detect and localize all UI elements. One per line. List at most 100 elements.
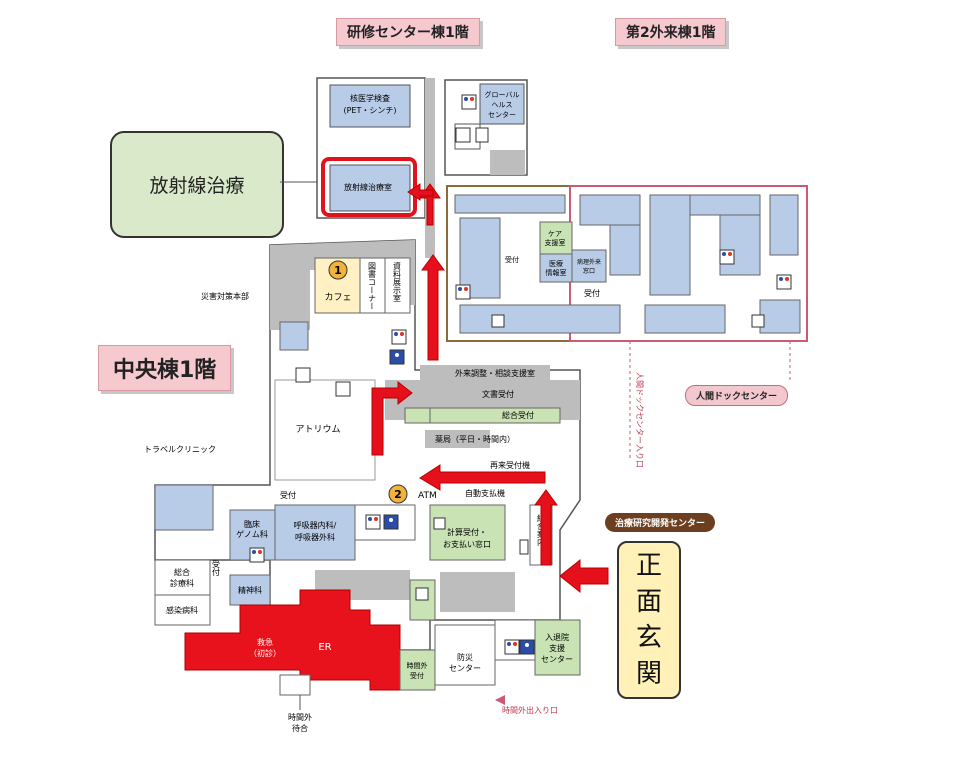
marker-2-label: 2 <box>394 488 402 501</box>
atm-label: ATM <box>418 491 437 501</box>
radiation-therapy-callout[interactable]: 放射線治療 <box>110 131 284 238</box>
clinical-genome-label: 臨床 <box>244 519 260 529</box>
care-support-label-2: 支援室 <box>545 238 566 247</box>
marker-1[interactable] <box>328 260 348 280</box>
billing-label-2: お支払い窓口 <box>443 539 491 549</box>
reception-right-label: 受付 <box>584 288 600 298</box>
room-care-support[interactable] <box>539 221 573 255</box>
reception-left-central-label: 受付 <box>212 559 221 577</box>
global-health-label-3: センター <box>488 110 516 119</box>
medical-info-label: 医療 <box>549 259 563 268</box>
accessible-restroom-icon <box>383 514 399 530</box>
global-health-label: グローバル <box>485 90 520 99</box>
after-hours-entrance-arrow <box>495 695 505 705</box>
header-training-center: 研修センター棟1階 <box>336 18 480 46</box>
psychiatry-label: 精神科 <box>238 585 262 595</box>
restroom-icon <box>461 94 477 110</box>
room-nuclear-medicine[interactable] <box>329 84 411 128</box>
restroom-icon <box>719 249 735 265</box>
room-psychiatry[interactable] <box>229 574 271 606</box>
restroom-icon <box>776 274 792 290</box>
infectious-label: 感染病科 <box>166 605 198 615</box>
room-global-health[interactable] <box>479 83 525 125</box>
care-support-label: ケア <box>548 230 562 238</box>
after-hours-waiting-label: 時間外 <box>288 712 312 722</box>
header-central-floor: 中央棟1階 <box>98 345 232 391</box>
pathology-label-2: 窓口 <box>583 267 595 275</box>
room-disaster-center[interactable] <box>434 624 496 686</box>
admission-label-3: センター <box>541 655 573 664</box>
after-hours-reception-label: 時間外 <box>407 661 428 670</box>
disaster-center-label: 防災 <box>457 652 473 662</box>
atrium-label: アトリウム <box>295 424 340 435</box>
main-entrance-char-2: 面 <box>635 587 662 617</box>
billing-label: 計算受付・ <box>447 527 487 537</box>
route-arrow-up-right <box>534 489 558 566</box>
after-hours-entrance-label: 時間外出入り口 <box>502 705 558 715</box>
main-entrance-char-1: 正 <box>635 551 662 581</box>
reception-central-label: 受付 <box>280 490 296 500</box>
reentry-label: 再来受付機 <box>490 460 530 470</box>
emergency-label-2: （初診） <box>249 648 281 658</box>
clinical-genome-label-2: ゲノム科 <box>236 529 268 539</box>
auto-pay-label: 自動支払機 <box>465 488 505 498</box>
header-outpatient-2: 第2外来棟1階 <box>615 18 727 46</box>
room-respiratory[interactable] <box>274 504 356 561</box>
general-reception-label: 総合受付 <box>502 410 534 420</box>
room-general-reception[interactable] <box>429 407 561 424</box>
route-arrows <box>371 183 609 594</box>
global-health-label-2: ヘルス <box>492 101 513 109</box>
pathology-label: 病理外来 <box>577 258 601 266</box>
research-center-label[interactable]: 治療研究開発センター <box>605 513 716 532</box>
room-after-hours-reception[interactable] <box>399 649 436 691</box>
accessible-restroom-icon <box>519 639 535 655</box>
room-library[interactable] <box>359 257 386 314</box>
route-arrow-top-left <box>407 183 434 201</box>
dock-center-label[interactable]: 人間ドックセンター <box>685 385 789 406</box>
pharmacy-label: 薬局（平日・時間内） <box>435 434 515 444</box>
room-radiation[interactable] <box>329 164 411 212</box>
reception-left-label: 受付 <box>505 255 519 264</box>
room-travel-clinic[interactable] <box>154 484 214 531</box>
emergency-label: 救急 <box>257 637 273 647</box>
room-medical-info[interactable] <box>539 253 573 283</box>
medical-info-label-2: 情報室 <box>546 268 567 277</box>
general-medicine-label-2: 診療科 <box>170 578 194 588</box>
nuclear-medicine-label: 核医学検査 <box>350 93 390 103</box>
phone-icon <box>433 517 529 555</box>
main-entrance-callout[interactable]: 正 面 玄 関 <box>617 541 681 699</box>
admission-label-2: 支援 <box>549 643 565 653</box>
room-pathology[interactable] <box>571 249 607 283</box>
main-entrance-char-4: 関 <box>635 659 662 689</box>
exhibit-label: 資料展示室 <box>393 261 402 302</box>
travel-clinic-label: トラベルクリニック <box>144 445 216 454</box>
dock-entrance-label: 人間ドックセンター入り口 <box>635 372 644 468</box>
outpatient-building-2 <box>446 185 808 342</box>
respiratory-label: 呼吸器内科/ <box>294 520 337 530</box>
accessible-restroom-icon <box>389 349 405 365</box>
outpatient-coord-label: 外来調整・相談支援室 <box>455 368 535 378</box>
room-billing[interactable] <box>429 504 506 561</box>
restroom-icon <box>455 284 471 300</box>
route-arrow-atrium <box>371 380 413 456</box>
nuclear-medicine-sub: (PET・シンチ) <box>343 106 396 115</box>
respiratory-label-2: 呼吸器外科 <box>295 532 335 542</box>
document-label: 文書受付 <box>482 389 514 399</box>
er-label: ER <box>318 642 331 653</box>
room-atrium[interactable] <box>274 379 376 481</box>
route-arrow-up-long <box>421 254 445 361</box>
restroom-icon <box>504 639 520 655</box>
room-general-medicine[interactable] <box>154 559 211 596</box>
entrance-arrow <box>559 558 609 594</box>
elevator-icon <box>295 127 765 601</box>
marker-2[interactable] <box>388 484 408 504</box>
main-entrance-char-3: 玄 <box>635 623 662 653</box>
training-center-building <box>316 77 435 258</box>
room-exhibit[interactable] <box>384 257 411 314</box>
room-infectious[interactable] <box>154 594 211 626</box>
disaster-center-label-2: センター <box>449 664 481 673</box>
restroom-icon <box>391 329 407 345</box>
library-label: 図書コーナー <box>368 262 377 310</box>
room-disaster-hq[interactable] <box>279 321 309 351</box>
